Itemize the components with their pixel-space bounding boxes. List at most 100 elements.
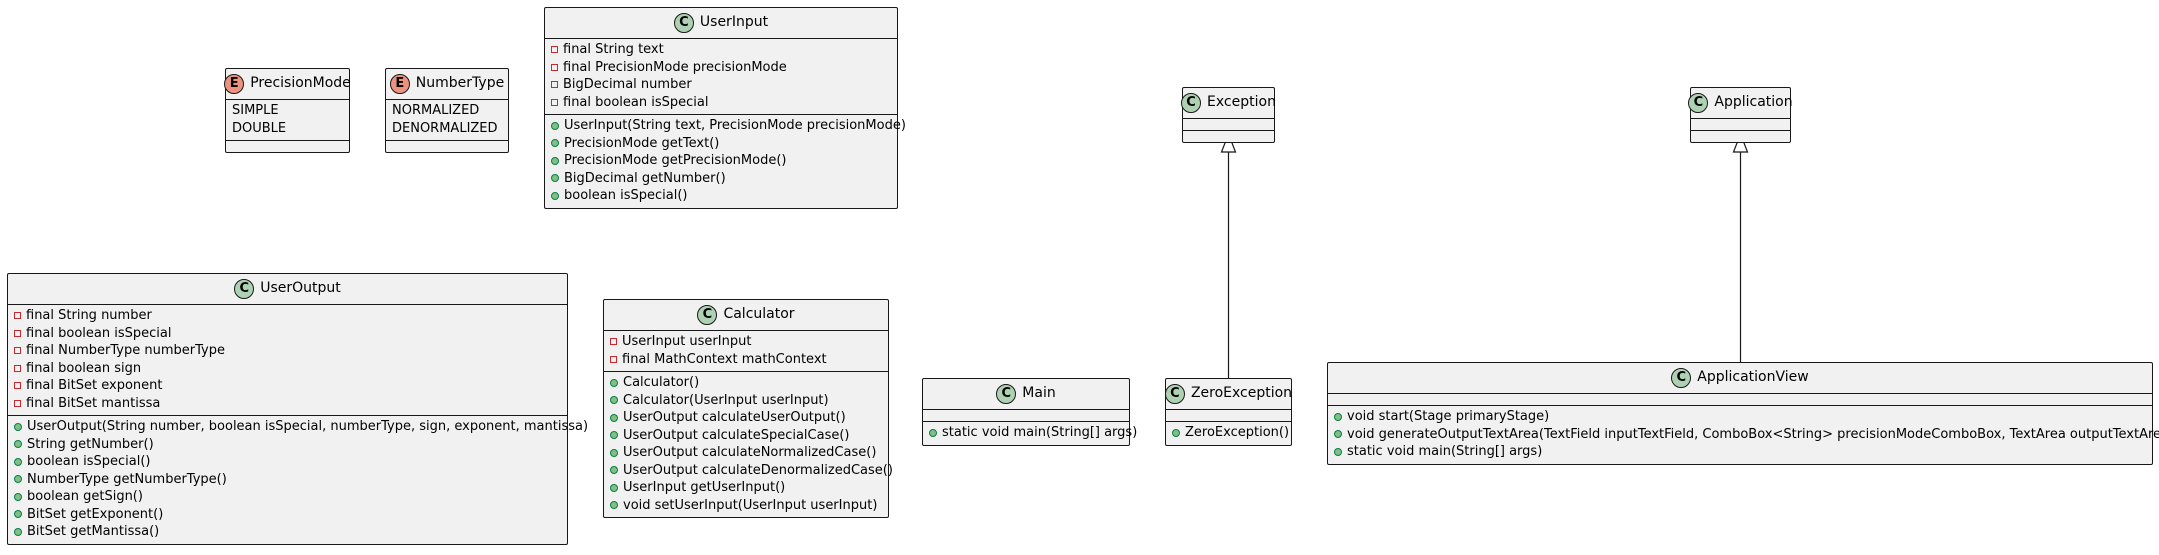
public-member: BigDecimal getNumber() <box>551 170 891 188</box>
private-visibility-icon <box>14 312 21 320</box>
private-visibility-icon <box>14 364 21 372</box>
class-stereotype-icon: C <box>1688 93 1709 113</box>
private-member: final boolean sign <box>14 360 561 378</box>
member-text: final boolean isSpecial <box>563 94 709 110</box>
public-member: UserOutput calculateUserOutput() <box>610 409 882 427</box>
public-visibility-icon <box>1334 447 1342 456</box>
member-text: final boolean isSpecial <box>26 325 172 341</box>
class-methods: ZeroException() <box>1166 421 1291 445</box>
inheritance-arrowhead <box>1732 132 1749 153</box>
member-text: BigDecimal getNumber() <box>564 170 726 186</box>
class-stereotype-icon: C <box>1671 368 1692 388</box>
private-member: final String number <box>14 307 561 325</box>
private-visibility-icon <box>551 46 558 54</box>
member-text: PrecisionMode getText() <box>564 135 720 151</box>
private-member: final String text <box>551 41 891 59</box>
member-text: Calculator(UserInput userInput) <box>623 392 829 408</box>
class-fields: final String number final boolean isSpeci… <box>8 305 567 415</box>
public-member: ZeroException() <box>1172 424 1289 442</box>
private-member: final PrecisionMode precisionMode <box>551 59 891 77</box>
public-visibility-icon <box>14 510 22 519</box>
public-member: PrecisionMode getText() <box>551 135 891 153</box>
enum-literal: DENORMALIZED <box>392 120 498 136</box>
member-text: final BitSet exponent <box>26 378 163 393</box>
member-text: final MathContext mathContext <box>622 351 827 367</box>
class-methods: Calculator() Calculator(UserInput userInp… <box>604 371 893 517</box>
class-stereotype-icon: C <box>697 305 718 325</box>
public-visibility-icon <box>610 501 618 510</box>
member-text: UserOutput calculateSpecialCase() <box>623 427 850 443</box>
public-member: String getNumber() <box>14 436 561 454</box>
member-text: final String number <box>26 308 152 323</box>
public-visibility-icon <box>551 121 559 130</box>
private-visibility-icon <box>551 98 558 106</box>
enum-methods <box>386 140 508 152</box>
public-visibility-icon <box>14 422 22 431</box>
public-visibility-icon <box>610 431 618 440</box>
public-visibility-icon <box>610 448 618 457</box>
member-text: void start(Stage primaryStage) <box>1347 409 1550 424</box>
public-member: void generateOutputTextArea(TextField in… <box>1334 426 2159 444</box>
enum-stereotype-icon: E <box>389 74 410 94</box>
private-member: final boolean isSpecial <box>14 325 561 343</box>
public-visibility-icon <box>929 428 937 437</box>
public-member: void start(Stage primaryStage) <box>1334 408 2146 426</box>
class-methods <box>1183 130 1274 142</box>
public-visibility-icon <box>14 492 22 501</box>
member-text: void setUserInput(UserInput userInput) <box>623 497 878 513</box>
enum-stereotype-icon: E <box>224 74 245 94</box>
public-member: static void main(String[] args) <box>929 424 1137 442</box>
member-text: Calculator() <box>623 375 700 390</box>
class-fields <box>1183 119 1274 130</box>
member-text: NumberType getNumberType() <box>27 471 227 487</box>
member-text: String getNumber() <box>27 436 154 452</box>
member-text: final boolean sign <box>26 360 142 376</box>
private-visibility-icon <box>14 399 21 407</box>
class-methods <box>1691 130 1790 142</box>
member-text: boolean getSign() <box>27 489 143 504</box>
public-visibility-icon <box>14 475 22 484</box>
member-text: void generateOutputTextArea(TextField in… <box>1347 426 2159 442</box>
public-member: UserOutput calculateNormalizedCase() <box>610 444 882 462</box>
private-member: BigDecimal number <box>551 76 891 94</box>
public-member: UserOutput calculateDenormalizedCase() <box>610 462 893 480</box>
private-visibility-icon <box>551 63 558 71</box>
member-text: boolean isSpecial() <box>27 454 151 469</box>
public-visibility-icon <box>610 466 618 475</box>
public-member: UserOutput calculateSpecialCase() <box>610 427 882 445</box>
public-visibility-icon <box>551 174 559 183</box>
public-member: static void main(String[] args) <box>1334 443 2146 461</box>
public-visibility-icon <box>610 483 618 492</box>
public-member: boolean isSpecial() <box>14 453 561 471</box>
member-text: final BitSet mantissa <box>26 395 161 411</box>
member-text: BitSet getExponent() <box>27 506 164 522</box>
member-text: UserInput getUserInput() <box>623 480 786 495</box>
enum-methods <box>226 140 349 152</box>
class-stereotype-icon: C <box>673 13 694 33</box>
class-header: C Calculator <box>604 300 888 331</box>
class-fields <box>1328 394 2152 405</box>
member-text: PrecisionMode getPrecisionMode() <box>564 153 787 168</box>
class-name: Calculator <box>723 306 795 323</box>
private-member: UserInput userInput <box>610 333 882 351</box>
